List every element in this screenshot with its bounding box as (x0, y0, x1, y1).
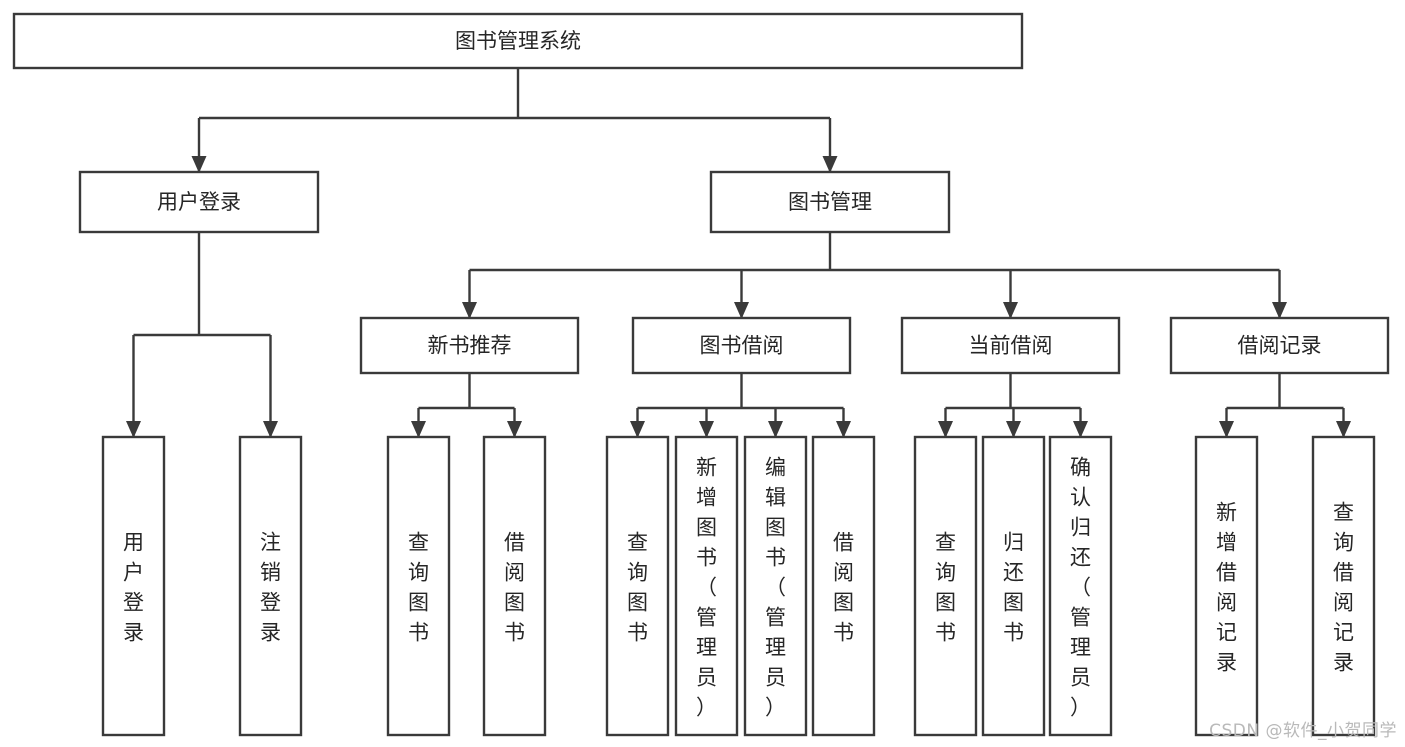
node-box[interactable] (359, 316, 580, 375)
node-box[interactable] (605, 435, 670, 737)
node-l1-book-mgmt[interactable]: 图书管理 (709, 170, 951, 234)
node-box[interactable] (631, 316, 852, 375)
arrow-head-icon (836, 421, 851, 438)
node-box[interactable] (913, 435, 978, 737)
node-leaf-edit-book[interactable]: 编辑图书（管理员） (743, 435, 808, 737)
node-label: 注销登录 (260, 530, 281, 644)
arrow-head-icon (1272, 302, 1287, 319)
arrow-head-icon (938, 421, 953, 438)
node-box[interactable] (1194, 435, 1259, 737)
node-label: 编辑图书（管理员） (765, 455, 786, 719)
node-l2-current-borrow[interactable]: 当前借阅 (900, 316, 1121, 375)
node-box[interactable] (1048, 435, 1113, 737)
node-box[interactable] (482, 435, 547, 737)
node-leaf-add-book[interactable]: 新增图书（管理员） (674, 435, 739, 737)
node-label: 查询图书 (935, 530, 956, 644)
node-label: 归还图书 (1003, 530, 1024, 644)
node-leaf-confirm-return[interactable]: 确认归还（管理员） (1048, 435, 1113, 737)
node-label: 用户登录 (123, 530, 144, 644)
arrow-head-icon (507, 421, 522, 438)
nodes-layer: 图书管理系统用户登录图书管理新书推荐图书借阅当前借阅借阅记录用户登录注销登录查询… (12, 12, 1390, 737)
arrow-head-icon (263, 421, 278, 438)
node-box[interactable] (12, 12, 1024, 70)
node-label: 新增借阅记录 (1216, 500, 1237, 674)
node-l2-borrow-record[interactable]: 借阅记录 (1169, 316, 1390, 375)
arrow-head-icon (191, 156, 207, 173)
node-leaf-user-login[interactable]: 用户登录 (101, 435, 166, 737)
node-box[interactable] (981, 435, 1046, 737)
node-box[interactable] (238, 435, 303, 737)
node-label: 用户登录 (157, 190, 241, 214)
node-leaf-query-book-2[interactable]: 查询图书 (605, 435, 670, 737)
node-label: 当前借阅 (969, 334, 1053, 358)
node-leaf-add-record[interactable]: 新增借阅记录 (1194, 435, 1259, 737)
node-leaf-return-book[interactable]: 归还图书 (981, 435, 1046, 737)
node-l2-new-book-rec[interactable]: 新书推荐 (359, 316, 580, 375)
node-label: 图书管理 (788, 190, 872, 214)
arrow-head-icon (734, 302, 749, 319)
node-root[interactable]: 图书管理系统 (12, 12, 1024, 70)
node-label: 借阅记录 (1238, 334, 1322, 358)
node-label: 查询图书 (627, 530, 648, 644)
node-box[interactable] (101, 435, 166, 737)
arrow-head-icon (1219, 421, 1234, 438)
arrow-head-icon (126, 421, 141, 438)
node-box[interactable] (78, 170, 320, 234)
node-label: 新书推荐 (428, 334, 512, 358)
arrow-head-icon (462, 302, 477, 319)
node-box[interactable] (811, 435, 876, 737)
node-box[interactable] (900, 316, 1121, 375)
node-leaf-query-record[interactable]: 查询借阅记录 (1311, 435, 1376, 737)
arrow-head-icon (768, 421, 783, 438)
node-leaf-borrow-book-2[interactable]: 借阅图书 (811, 435, 876, 737)
node-box[interactable] (743, 435, 808, 737)
node-box[interactable] (1311, 435, 1376, 737)
node-label: 查询借阅记录 (1333, 500, 1354, 674)
node-label: 查询图书 (408, 530, 429, 644)
node-label: 借阅图书 (833, 530, 854, 644)
arrow-head-icon (411, 421, 426, 438)
arrow-head-icon (1336, 421, 1351, 438)
node-box[interactable] (386, 435, 451, 737)
node-leaf-query-book-1[interactable]: 查询图书 (386, 435, 451, 737)
arrow-head-icon (822, 156, 838, 173)
node-label: 借阅图书 (504, 530, 525, 644)
node-box[interactable] (1169, 316, 1390, 375)
node-label: 图书借阅 (700, 334, 784, 358)
arrow-head-icon (1073, 421, 1088, 438)
node-leaf-borrow-book-1[interactable]: 借阅图书 (482, 435, 547, 737)
node-label: 确认归还（管理员） (1070, 455, 1091, 719)
node-box[interactable] (709, 170, 951, 234)
node-box[interactable] (674, 435, 739, 737)
arrow-head-icon (699, 421, 714, 438)
node-leaf-query-book-3[interactable]: 查询图书 (913, 435, 978, 737)
watermark-text: CSDN @软件_小贺同学 (1209, 721, 1397, 741)
arrow-head-icon (1003, 302, 1018, 319)
node-leaf-logout[interactable]: 注销登录 (238, 435, 303, 737)
arrow-head-icon (1006, 421, 1021, 438)
node-l2-book-borrow[interactable]: 图书借阅 (631, 316, 852, 375)
node-label: 图书管理系统 (455, 29, 581, 53)
node-label: 新增图书（管理员） (696, 455, 717, 719)
connectors-layer (126, 68, 1351, 438)
arrow-head-icon (630, 421, 645, 438)
node-l1-user-login[interactable]: 用户登录 (78, 170, 320, 234)
